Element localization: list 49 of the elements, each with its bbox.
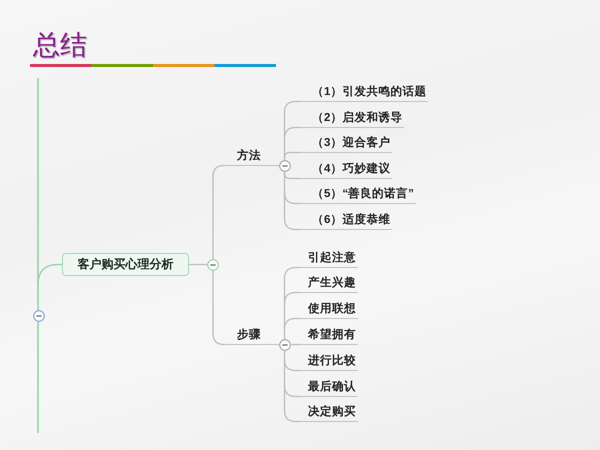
connector-line bbox=[188, 176, 214, 334]
underlined-topic bbox=[300, 276, 358, 293]
underlined-topic bbox=[300, 187, 416, 204]
topic-label: 产生兴趣 bbox=[308, 276, 356, 291]
connector-line bbox=[282, 278, 286, 412]
topic-label: 方法 bbox=[237, 149, 261, 164]
underlined-topic bbox=[300, 380, 358, 397]
topic-label: 步骤 bbox=[237, 328, 261, 343]
topic-label: 进行比较 bbox=[308, 354, 356, 369]
connector-line bbox=[282, 112, 286, 220]
underlined-topic bbox=[300, 136, 392, 153]
underlined-topic bbox=[300, 405, 358, 422]
topic-label: （5）“善良的诺言” bbox=[312, 187, 414, 202]
connector-line bbox=[284, 192, 300, 204]
underlined-topic bbox=[300, 328, 358, 345]
connector-line bbox=[284, 384, 300, 398]
title: 总结 bbox=[33, 29, 87, 61]
underlined-topic bbox=[300, 251, 358, 268]
topic-label: （4）巧妙建议 bbox=[312, 162, 390, 177]
connector-line bbox=[284, 318, 300, 330]
connector-line bbox=[284, 218, 300, 230]
topic-label: 引起注意 bbox=[308, 251, 356, 266]
underlined-topic bbox=[300, 85, 428, 102]
topic-label: （6）适度恭维 bbox=[312, 213, 390, 228]
connector-line bbox=[284, 152, 300, 159]
connector-line bbox=[212, 332, 226, 346]
connector-line bbox=[284, 358, 300, 372]
underlined-topic bbox=[300, 162, 392, 179]
connector-line bbox=[284, 266, 300, 280]
connector-line bbox=[284, 172, 300, 180]
topic-label: 希望拥有 bbox=[308, 328, 356, 343]
underlined-topic bbox=[300, 302, 358, 319]
connector-line bbox=[284, 292, 300, 304]
topic-label: 决定购买 bbox=[308, 405, 356, 420]
connector-line bbox=[284, 100, 300, 114]
connector-line bbox=[284, 126, 300, 140]
topic-label: 最后确认 bbox=[308, 380, 356, 395]
connector-line bbox=[37, 264, 62, 286]
connector-line bbox=[284, 410, 300, 422]
connector-line bbox=[212, 164, 226, 178]
topic-label: （3）迎合客户 bbox=[312, 136, 390, 151]
topic-label: 使用联想 bbox=[308, 302, 356, 317]
underlined-topic bbox=[300, 354, 358, 371]
underlined-topic bbox=[300, 111, 404, 128]
underlined-topic bbox=[300, 213, 392, 230]
topic-label: （1）引发共鸣的话题 bbox=[312, 85, 426, 100]
topic-box bbox=[62, 253, 189, 276]
topic-label: 客户购买心理分析 bbox=[78, 256, 174, 273]
topic-label: （2）启发和诱导 bbox=[312, 111, 402, 126]
